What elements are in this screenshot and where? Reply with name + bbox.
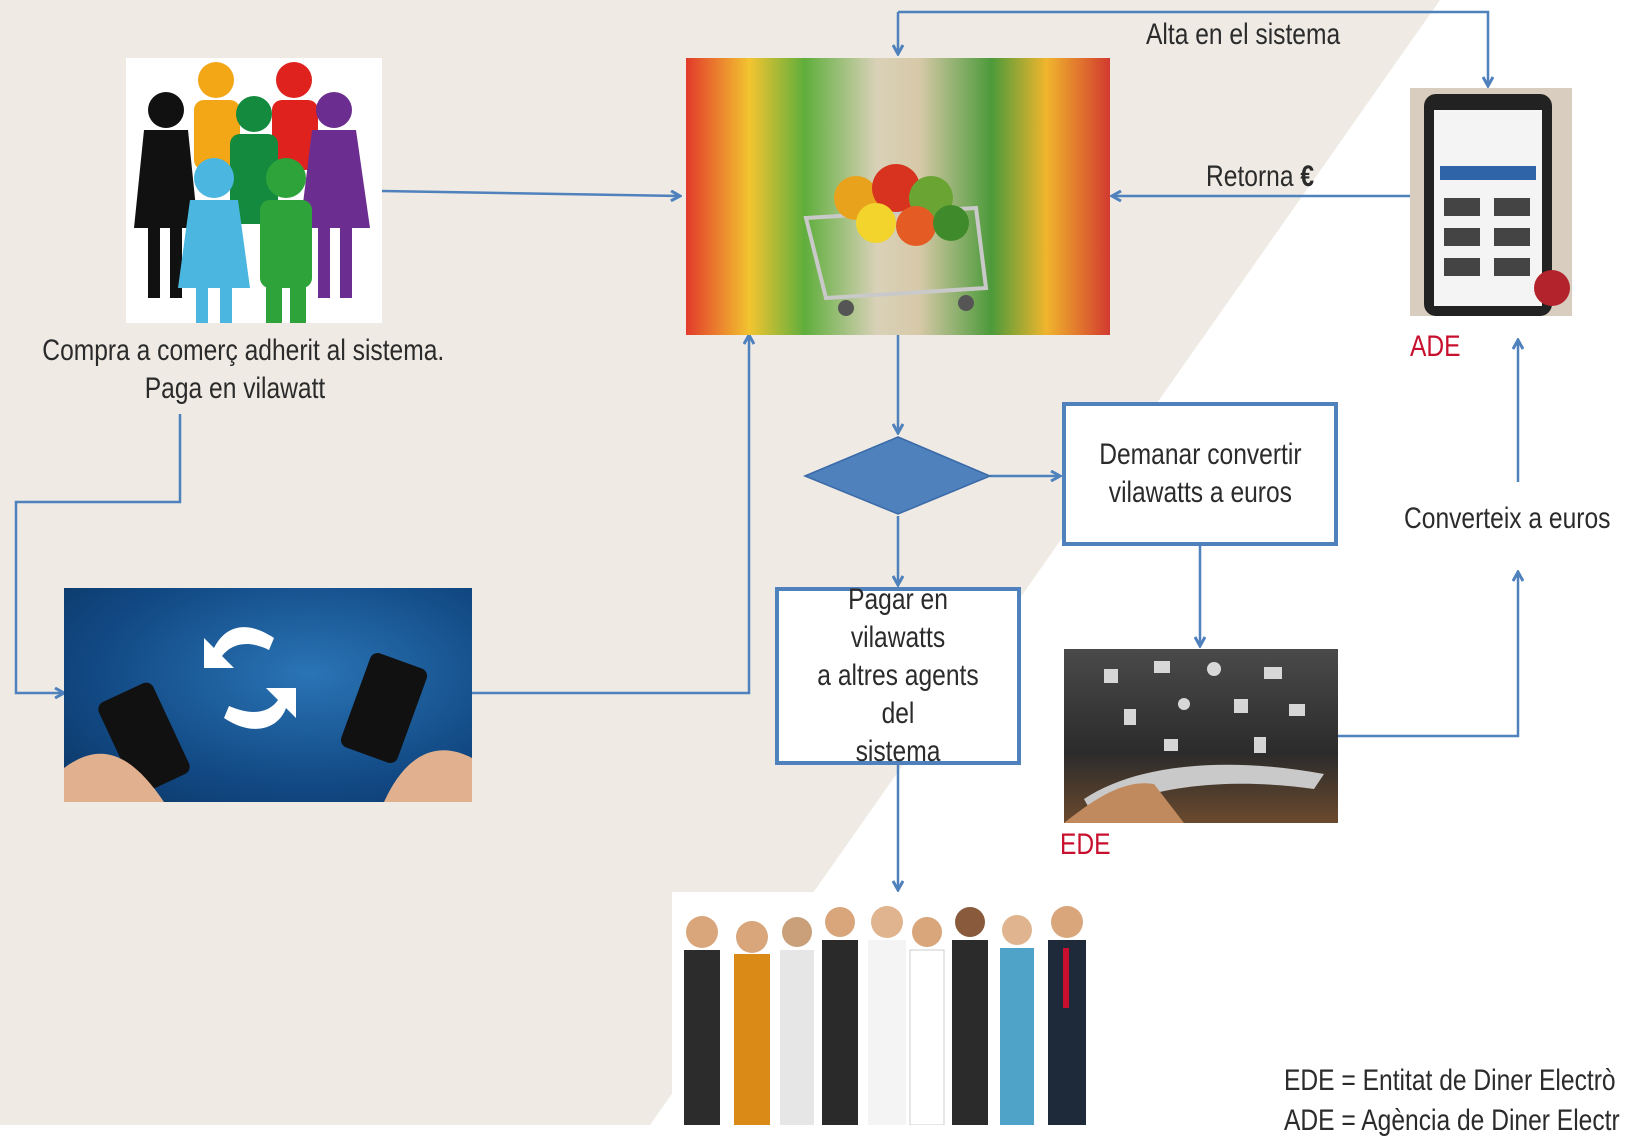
box-pagar-text: Pagar en vilawatts a altres agents del s… (817, 583, 979, 768)
arrow-paga-to-transfer (14, 414, 182, 693)
arrow-alta-line (898, 10, 1488, 86)
decision-diamond (803, 436, 992, 515)
box-pagar-en-vilawatts: Pagar en vilawatts a altres agents del s… (775, 583, 1021, 768)
arrow-transfer-to-shop (430, 335, 749, 695)
label-retorna-text: Retorna (1206, 160, 1294, 193)
label-ade: ADE (1410, 330, 1461, 363)
mobile-app-photo (1410, 88, 1572, 316)
people-group-icon (126, 58, 382, 323)
arrow-people-to-shop (381, 189, 680, 196)
label-compra-line2: Paga en vilawatt (144, 372, 326, 405)
box-demanar-convertir: Demanar convertir vilawatts a euros (1062, 402, 1338, 546)
phone-transfer-photo (64, 588, 472, 802)
label-retorna: Retorna € (1206, 160, 1314, 194)
workers-group-photo (672, 892, 1126, 1125)
arrow-ede-to-converteix (1338, 572, 1518, 738)
smartphone-icons-photo (1064, 649, 1338, 823)
legend-ade-definition: ADE = Agència de Diner Electr (1284, 1104, 1620, 1137)
label-compra: Compra a comerç adherit al sistema. Paga… (42, 332, 445, 408)
label-alta-en-el-sistema: Alta en el sistema (1146, 18, 1341, 51)
label-compra-line1: Compra a comerç adherit al sistema. (42, 334, 445, 367)
box-demanar-text: Demanar convertir vilawatts a euros (1098, 438, 1302, 509)
supermarket-cart-photo (686, 58, 1110, 335)
legend-ede-definition: EDE = Entitat de Diner Electrò (1284, 1064, 1616, 1097)
label-converteix-a-euros: Converteix a euros (1404, 502, 1611, 535)
euro-sign: € (1300, 160, 1315, 193)
label-ede: EDE (1060, 828, 1111, 861)
